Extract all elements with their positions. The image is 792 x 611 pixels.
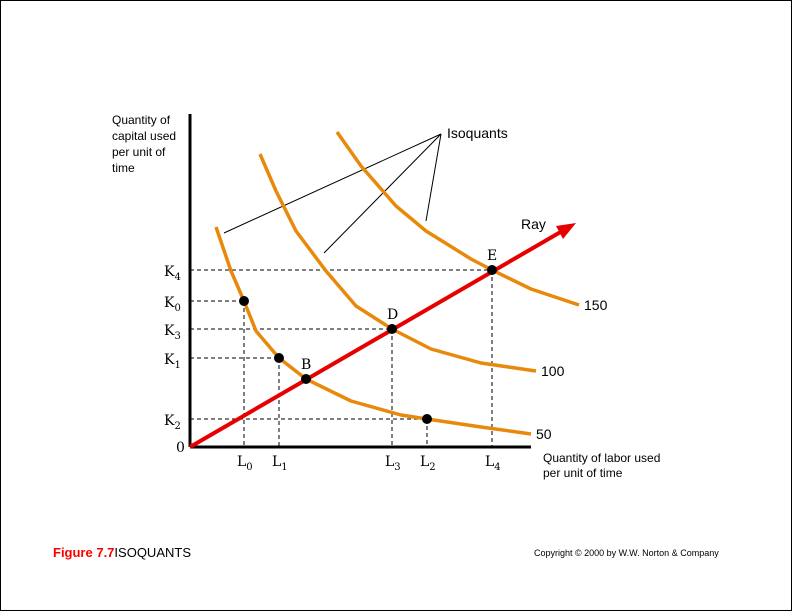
origin-label: 0 [176,440,185,456]
ray-label: Ray [521,216,546,232]
figure-caption: Figure 7.7ISOQUANTS [53,545,191,560]
point-marker [239,296,249,306]
y-tick-label-K3: K3 [164,323,181,342]
y-tick-label-K1: K1 [164,352,181,371]
x-tick-label-L4: L4 [485,454,501,473]
copyright: Copyright © 2000 by W.W. Norton & Compan… [534,548,719,558]
point-marker [422,414,432,424]
point-B [301,374,311,384]
annotation-isoquants: Isoquants [447,125,508,141]
isoquant-label-150: 150 [584,297,608,313]
point-marker [274,353,284,363]
x-axis-label: per unit of time [543,466,623,480]
isoquant-curve-150 [335,130,580,307]
y-axis-label: Quantity of [112,113,171,127]
y-tick-label-K2: K2 [164,413,181,432]
point-label-E: E [487,248,497,264]
x-tick-label-L1: L1 [272,454,288,473]
y-tick-label-K0: K0 [164,295,181,314]
figure-number: Figure 7.7 [53,545,115,560]
point-E [487,265,497,275]
ray-line [188,228,566,449]
point-label-D: D [387,307,398,323]
x-tick-label-L3: L3 [385,454,401,473]
x-tick-label-L2: L2 [420,454,436,473]
isoquant-label-50: 50 [536,426,552,442]
annotation-leader-line [425,133,442,222]
annotation-leader-line [323,133,442,254]
x-axis-label: Quantity of labor used [543,451,660,465]
y-axis-label: capital used [112,129,176,143]
point-label-B: B [301,357,311,373]
figure-title: ISOQUANTS [114,545,191,560]
isoquant-curve-100 [258,153,537,373]
isoquant-label-100: 100 [541,363,565,379]
y-axis-label: time [112,161,135,175]
point-D [387,324,397,334]
annotation-leader-line [223,133,442,234]
ray-arrowhead [556,223,576,239]
x-tick-label-L0: L0 [237,454,253,473]
y-axis-label: per unit of [112,145,166,159]
y-tick-label-K4: K4 [164,264,181,283]
